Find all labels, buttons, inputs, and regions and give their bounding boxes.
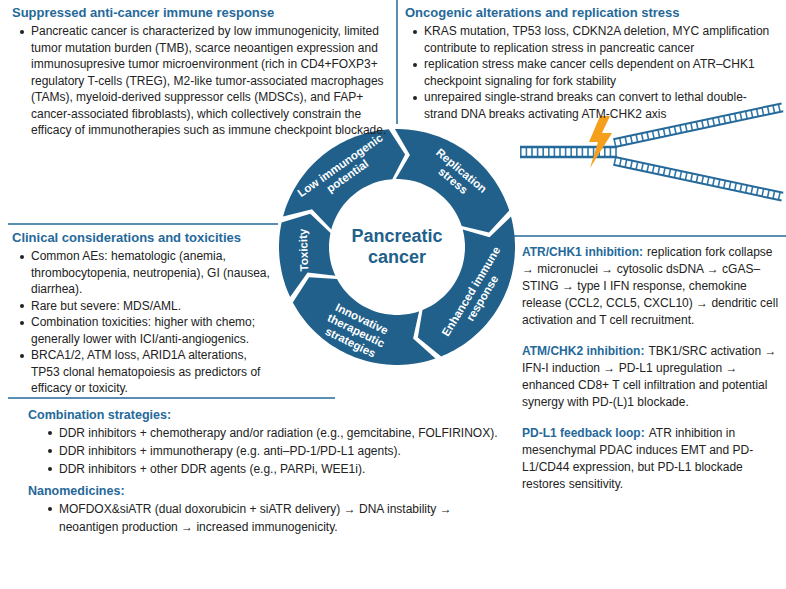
divider-line: [396, 0, 398, 124]
bullet-item: DDR inhibitors + other DDR agents (e.g.,…: [46, 460, 498, 478]
bullet-dot: [20, 30, 24, 34]
mechanism-paragraph: ATM/CHK2 inhibition:TBK1/SRC activation …: [522, 343, 780, 411]
center-circle: Pancreatic cancer: [339, 189, 455, 305]
bullet-text: unrepaired single-strand breaks can conv…: [424, 90, 747, 121]
text-section: Suppressed anti-cancer immune responsePa…: [12, 4, 390, 139]
bullet-text: DDR inhibitors + immunotherapy (e.g. ant…: [59, 444, 401, 458]
bullet-item: replication stress make cancer cells dep…: [411, 56, 777, 89]
segment-outline: [395, 129, 509, 233]
mechanism-paragraph: ATR/CHK1 inhibition:replication fork col…: [522, 244, 780, 329]
mechanism-lead: ATR/CHK1 inhibition:: [522, 245, 643, 259]
bullet-text: Common AEs: hematologic (anemia, thrombo…: [31, 249, 270, 296]
cycle-arrow-segment: Replication stress: [393, 128, 511, 234]
dna-rungs: [614, 161, 782, 197]
bullet-dot: [48, 431, 52, 435]
bullet-dot: [413, 30, 417, 34]
bullet-text: Rare but severe: MDS/AML.: [31, 299, 181, 313]
bullet-dot: [20, 255, 24, 259]
bullet-text: replication stress make cancer cells dep…: [424, 57, 755, 88]
lightning-bolt: [589, 116, 612, 168]
segment-label: Toxicity: [296, 219, 311, 281]
mechanism-lead: PD-L1 feedback loop:: [522, 426, 645, 440]
divider-line: [8, 223, 278, 225]
mechanism-lead: ATM/CHK2 inhibition:: [522, 344, 644, 358]
cycle-arrow-segment: Innovative therapeutic strategies: [291, 276, 437, 366]
bullet-dot: [48, 467, 52, 471]
bullet-dot: [48, 507, 52, 511]
text-section: Combination strategies: DDR inhibitors + …: [28, 406, 498, 536]
bullet-item: MOFDOX&siATR (dual doxorubicin + siATR d…: [46, 500, 498, 536]
section-heading: Oncogenic alterations and replication st…: [405, 4, 777, 21]
bullet-text: KRAS mutation, TP53 loss, CDKN2A deletio…: [424, 24, 769, 55]
bullet-text: Combination toxicities: higher with chem…: [31, 315, 255, 346]
cycle-arrow-segment: Toxicity: [278, 212, 337, 298]
bullet-item: Rare but severe: MDS/AML.: [18, 298, 274, 315]
segment-outline: [279, 214, 335, 297]
divider-line: [514, 235, 786, 237]
bullet-dot: [413, 63, 417, 67]
section-heading: Nanomedicines:: [28, 482, 498, 500]
section-heading: Clinical considerations and toxicities: [12, 229, 274, 246]
dna-strand: [613, 165, 781, 201]
segment-text-box: Toxicity: [296, 219, 311, 281]
bullet-dot: [20, 321, 24, 325]
text-section: Oncogenic alterations and replication st…: [405, 4, 777, 122]
center-title: Pancreatic cancer: [339, 226, 455, 268]
mechanism-paragraph: PD-L1 feedback loop:ATR inhibition in me…: [522, 425, 780, 493]
text-section: ATR/CHK1 inhibition:replication fork col…: [522, 244, 780, 507]
bullet-item: BRCA1/2, ATM loss, ARID1A alterations, T…: [18, 347, 274, 397]
cycle-arrow-segment: Enhanced immune response: [416, 215, 516, 358]
bullet-text: Pancreatic cancer is characterized by lo…: [31, 24, 386, 137]
bullet-item: KRAS mutation, TP53 loss, CDKN2A deletio…: [411, 23, 777, 56]
bullet-dot: [20, 304, 24, 308]
dna-strand: [520, 156, 617, 159]
segment-outline: [418, 217, 515, 357]
bullet-item: Combination toxicities: higher with chem…: [18, 314, 274, 347]
bullet-item: Common AEs: hematologic (anemia, thrombo…: [18, 248, 274, 298]
divider-line: [8, 397, 335, 399]
bullet-item: DDR inhibitors + immunotherapy (e.g. ant…: [46, 442, 498, 460]
section-heading: Combination strategies:: [28, 406, 498, 424]
bullet-text: DDR inhibitors + other DDR agents (e.g.,…: [59, 462, 365, 476]
bullet-item: unrepaired single-strand breaks can conv…: [411, 89, 777, 122]
bullet-item: DDR inhibitors + chemotherapy and/or rad…: [46, 424, 498, 442]
bullet-dot: [413, 96, 417, 100]
dna-rungs: [520, 148, 617, 157]
section-heading: Suppressed anti-cancer immune response: [12, 4, 390, 21]
bullet-text: BRCA1/2, ATM loss, ARID1A alterations, T…: [31, 348, 260, 395]
bullet-text: DDR inhibitors + chemotherapy and/or rad…: [59, 426, 498, 440]
bullet-dot: [20, 354, 24, 358]
segment-outline: [283, 129, 405, 229]
bullet-dot: [48, 449, 52, 453]
text-section: Clinical considerations and toxicitiesCo…: [12, 229, 274, 397]
bullet-text: MOFDOX&siATR (dual doxorubicin + siATR d…: [59, 502, 452, 534]
cycle-arrow-segment: Low immunogenic potential: [282, 128, 407, 231]
bullet-item: Pancreatic cancer is characterized by lo…: [18, 23, 390, 139]
dna-strand: [615, 157, 783, 193]
